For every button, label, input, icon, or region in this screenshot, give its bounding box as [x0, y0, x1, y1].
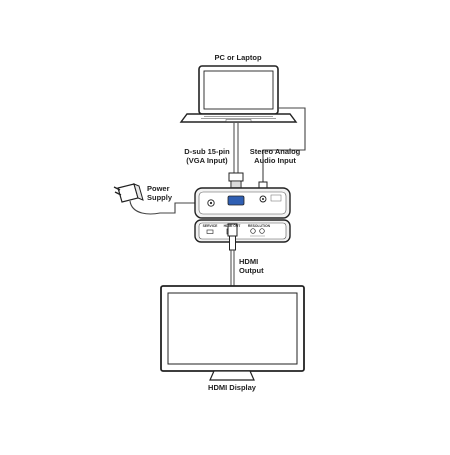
audio-input-label-line2: Audio Input: [254, 155, 296, 165]
vga-input-label: D-sub 15-pin (VGA Input): [178, 147, 236, 165]
pc-laptop-label: PC or Laptop: [214, 53, 262, 62]
device-rear-panel: [194, 187, 291, 219]
front-service-label: SERVICE: [202, 224, 218, 228]
hdmi-output-label-line2: Output: [239, 265, 264, 275]
hdmi-display-label: HDMI Display: [208, 383, 256, 392]
hdmi-output-label: HDMI Output: [239, 257, 279, 275]
power-supply-label-line1: Power: [147, 184, 170, 193]
audio-input-label: Stereo Analog Audio Input: [242, 147, 308, 165]
power-supply-label: Power Supply: [147, 184, 187, 202]
device-front-panel: [194, 219, 291, 243]
hdmi-display-icon: [160, 285, 305, 381]
audio-input-label-line1: Stereo Analog: [249, 147, 301, 156]
front-hdmi-out-label: HDMI OUT: [223, 224, 241, 228]
vga-input-label-line1: D-sub 15-pin: [184, 147, 230, 156]
vga-input-label-line2: (VGA Input): [186, 155, 228, 165]
hdmi-cable: [227, 223, 238, 286]
front-resolution-label: RESOLUTION: [247, 224, 271, 228]
laptop-icon: [179, 65, 298, 123]
power-supply-label-line2: Supply: [147, 192, 173, 202]
hdmi-output-label-line1: HDMI: [239, 257, 259, 266]
vga-cable: [228, 123, 244, 191]
